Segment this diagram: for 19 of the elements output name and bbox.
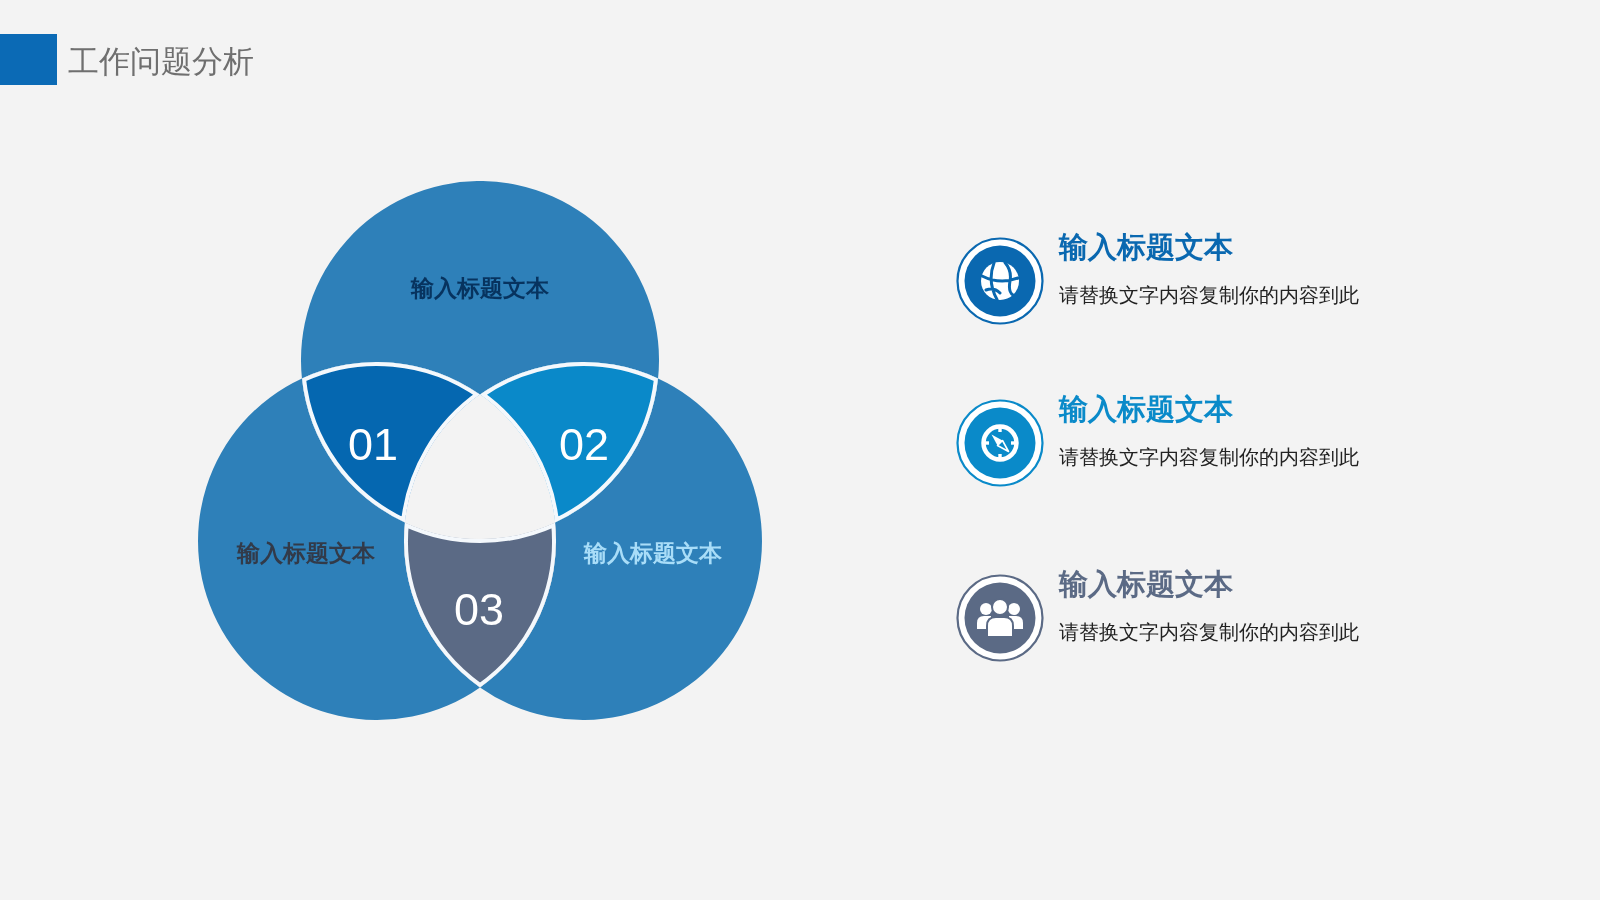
overlap-region — [404, 522, 556, 688]
region-number: 02 — [558, 419, 610, 471]
slide-title: 工作问题分析 — [68, 42, 254, 81]
item-description: 请替换文字内容复制你的内容到此 — [1059, 282, 1359, 309]
region-number: 01 — [347, 419, 399, 471]
overlap-region — [480, 362, 659, 523]
item-heading: 输入标题文本 — [1059, 566, 1233, 602]
circle-label: 输入标题文本 — [237, 539, 375, 568]
overlap-region — [301, 362, 480, 523]
item-description: 请替换文字内容复制你的内容到此 — [1059, 444, 1359, 471]
people-icon — [956, 574, 1044, 662]
circle-label: 输入标题文本 — [584, 539, 722, 568]
compass-icon — [956, 399, 1044, 487]
item-description: 请替换文字内容复制你的内容到此 — [1059, 619, 1359, 646]
circle-label: 输入标题文本 — [411, 274, 549, 303]
globe-icon — [956, 237, 1044, 325]
item-heading: 输入标题文本 — [1059, 229, 1233, 265]
region-number: 03 — [453, 584, 505, 636]
item-heading: 输入标题文本 — [1059, 391, 1233, 427]
